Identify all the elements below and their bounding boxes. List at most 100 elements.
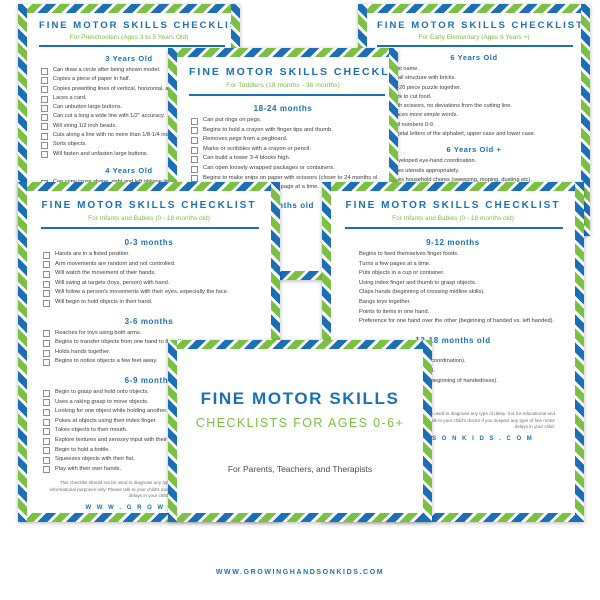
list-item[interactable]: Begins to feed themselves finger foods.: [345, 250, 561, 260]
list-item[interactable]: Squeezes objects with their fist.: [41, 455, 257, 465]
sheet-border-top: [358, 4, 590, 13]
list-item[interactable]: Takes objects to their mouth.: [41, 426, 257, 436]
section-heading: 18-24 months: [253, 104, 313, 113]
section-heading: 3-6 months: [124, 316, 174, 326]
list-item[interactable]: Turns a few pages at a time.: [345, 260, 561, 270]
checklist-items: Begin to grasp and hold onto objects. Us…: [41, 388, 257, 474]
list-item[interactable]: With scissors, no deviations from the cu…: [377, 102, 571, 111]
list-item[interactable]: Using index finger and thumb to grasp ob…: [345, 279, 561, 289]
list-item[interactable]: Will begin to hold objects in their hand…: [41, 298, 257, 308]
divider: [345, 227, 563, 229]
divider: [189, 94, 385, 96]
divider: [41, 227, 259, 229]
list-item[interactable]: Will fasten and unfasten large buttons.: [39, 150, 219, 159]
list-item[interactable]: Marks or scribbles with a crayon or penc…: [189, 145, 377, 155]
checklist-items: Hands are in a fisted position. Arm move…: [41, 250, 257, 308]
list-item[interactable]: Can draw a circle after being shown mode…: [39, 66, 219, 75]
list-item[interactable]: Looking for one object while holding ano…: [41, 407, 257, 417]
list-item[interactable]: Copies a piece of paper in half.: [39, 75, 219, 85]
list-item[interactable]: Sorts objects.: [39, 140, 219, 150]
page-subtitle: For Early Elementary (Ages 6 Years +): [418, 34, 530, 41]
section-heading: 24 months old: [251, 200, 315, 210]
list-item[interactable]: Removes pegs from a pegboard.: [189, 135, 377, 145]
list-item[interactable]: Begins to notice objects a few feet away…: [41, 357, 257, 367]
list-item[interactable]: Explore textures and sensory input with …: [41, 436, 257, 446]
sheet-border-top: [18, 4, 240, 13]
list-item[interactable]: Can unbutton large buttons.: [39, 103, 219, 113]
divider: [377, 45, 573, 47]
site-url: N G H A N D S O N K I D S . C O M: [372, 435, 534, 442]
sheet-border-bottom: [168, 271, 398, 280]
list-item[interactable]: Begins to make snips on paper with sciss…: [189, 174, 377, 184]
page-title: FINE MOTOR SKILLS CHECKLIST: [41, 200, 257, 211]
page-title: FINE MOTOR SKILLS CHECKLIST: [377, 20, 581, 31]
checklist-items: Reaches for toys using both arms. Begins…: [41, 329, 257, 367]
list-item[interactable]: Begins to hold a crayon with finger tips…: [189, 126, 377, 136]
sheet-content: FINE MOTOR SKILLS CHECKLIST For Toddlers…: [177, 66, 389, 210]
sheet-border-top: [168, 340, 432, 349]
sheet-border-right: [581, 4, 590, 236]
sheet-border-left: [168, 340, 177, 522]
sheet-body: FINE MOTOR SKILLS CHECKLIST For Toddlers…: [177, 57, 389, 271]
list-item[interactable]: Copies prewriting lines of vertical, hor…: [39, 85, 219, 94]
section-heading: 12-18 months old: [415, 335, 491, 345]
sheet-border-right: [389, 48, 398, 280]
sheet-border-right: [575, 182, 584, 522]
cover-title: FINE MOTOR SKILLS: [200, 388, 400, 408]
list-item[interactable]: Does household chores (sweeping, moping,…: [377, 176, 571, 185]
section-heading: 4 Years Old: [105, 165, 153, 175]
list-item[interactable]: Laces a card.: [39, 94, 219, 103]
sheet-content: FINE MOTOR SKILLS CHECKLIST For Preschoo…: [27, 20, 231, 187]
list-item[interactable]: Claps hands (beginning of crossing midli…: [345, 288, 561, 298]
page-subtitle: For Toddlers (18 months - 36 months): [226, 82, 340, 89]
list-item[interactable]: Pokes at objects using their index finge…: [41, 417, 257, 427]
list-item[interactable]: Can put rings on pegs.: [189, 116, 377, 126]
site-url: W W W . G R O W I N G H A: [85, 504, 213, 511]
disclaimer-text: This checklist should not be used to dia…: [356, 411, 555, 430]
list-item[interactable]: Begin to grasp and hold onto objects.: [41, 388, 257, 398]
cover-subtitle: CHECKLISTS FOR AGES 0-6+: [195, 415, 405, 430]
section-heading: 6 Years Old: [450, 53, 498, 62]
checklist-items: Can draw a circle after being shown mode…: [39, 66, 219, 159]
list-item[interactable]: First name.: [377, 65, 571, 74]
section-heading: 9-12 months: [426, 238, 480, 247]
list-item[interactable]: Uses utensils appropriately.: [377, 167, 571, 176]
list-item[interactable]: Will watch the movement of their hands.: [41, 269, 257, 279]
list-item[interactable]: Begin to hold a bottle.: [41, 446, 257, 456]
list-item[interactable]: Bangs toys together.: [345, 298, 561, 308]
disclaimer-text: This checklist should not be used to dia…: [49, 480, 249, 499]
list-item[interactable]: Puts objects in a cup or container.: [345, 269, 561, 279]
list-item[interactable]: Holds hands together.: [41, 348, 257, 358]
list-item[interactable]: Cuts along a line with no more than 1/8-…: [39, 131, 219, 141]
list-item[interactable]: Hands are in a fisted position.: [41, 250, 257, 260]
list-item[interactable]: Will follow a person's movements with th…: [41, 288, 257, 298]
sheet-border-right: [423, 340, 432, 522]
checklist-items: First name. Shall structure with bricks.…: [377, 65, 571, 139]
list-item[interactable]: Will swing at targets (toys, person) wit…: [41, 279, 257, 289]
list-item[interactable]: Can build a tower 3-4 blocks high.: [189, 154, 377, 164]
list-item[interactable]: Reaches for toys using both arms.: [41, 329, 257, 339]
page-subtitle: For Infants and Babies (0 - 18 months ol…: [88, 215, 210, 222]
list-item[interactable]: Uses a raking grasp to move objects.: [41, 398, 257, 408]
list-item[interactable]: Preference for one hand over the other (…: [345, 317, 561, 327]
list-item[interactable]: Arm movements are random and not control…: [41, 260, 257, 270]
list-item[interactable]: Shall structure with bricks.: [377, 74, 571, 83]
list-item[interactable]: Fork to cut food.: [377, 93, 571, 102]
sheet-border-bottom: [168, 513, 432, 522]
list-item[interactable]: Begins to transfer objects from one hand…: [41, 338, 257, 348]
list-item[interactable]: Can open loosely wrapped packages or con…: [189, 164, 377, 174]
page-subtitle: For Infants and Babies (0 - 18 months ol…: [392, 215, 514, 222]
list-item[interactable]: Play with their own hands.: [41, 465, 257, 475]
list-item[interactable]: 16-20 piece puzzle together.: [377, 84, 571, 93]
sheet-border-left: [18, 4, 27, 236]
list-item[interactable]: Traces more simple words.: [377, 111, 571, 120]
section-heading: 0-3 months: [124, 238, 174, 247]
list-item[interactable]: Can cut a long a wide line with 1/2" acc…: [39, 112, 219, 122]
list-item[interactable]: Developed eye-hand coordination.: [377, 157, 571, 166]
list-item[interactable]: Points to items in one hand.: [345, 308, 561, 318]
list-item[interactable]: Capital letters of the alphabet, upper c…: [377, 130, 571, 139]
section-heading: 6 Years Old +: [446, 145, 502, 155]
list-item[interactable]: Will numbers 0-9.: [377, 121, 571, 130]
list-item[interactable]: Will string 1/2 inch beads.: [39, 122, 219, 131]
